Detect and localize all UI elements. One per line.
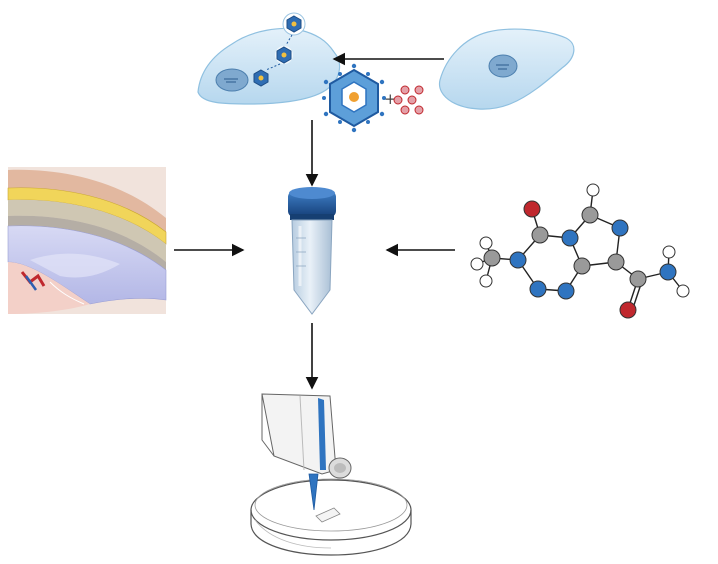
brain-tissue-section-icon xyxy=(7,167,167,314)
small-molecules-icon xyxy=(393,85,424,115)
flow-arrows xyxy=(174,52,455,390)
molecule-structure-icon xyxy=(470,183,690,319)
host-cell-icon xyxy=(438,28,575,110)
virus-capsid-icon xyxy=(322,63,386,133)
centrifuge-tube-icon xyxy=(288,187,336,315)
virus-infected-cell-icon xyxy=(197,12,341,105)
pipette-petri-dish-icon xyxy=(250,393,412,556)
plus-sign: + xyxy=(384,90,397,108)
